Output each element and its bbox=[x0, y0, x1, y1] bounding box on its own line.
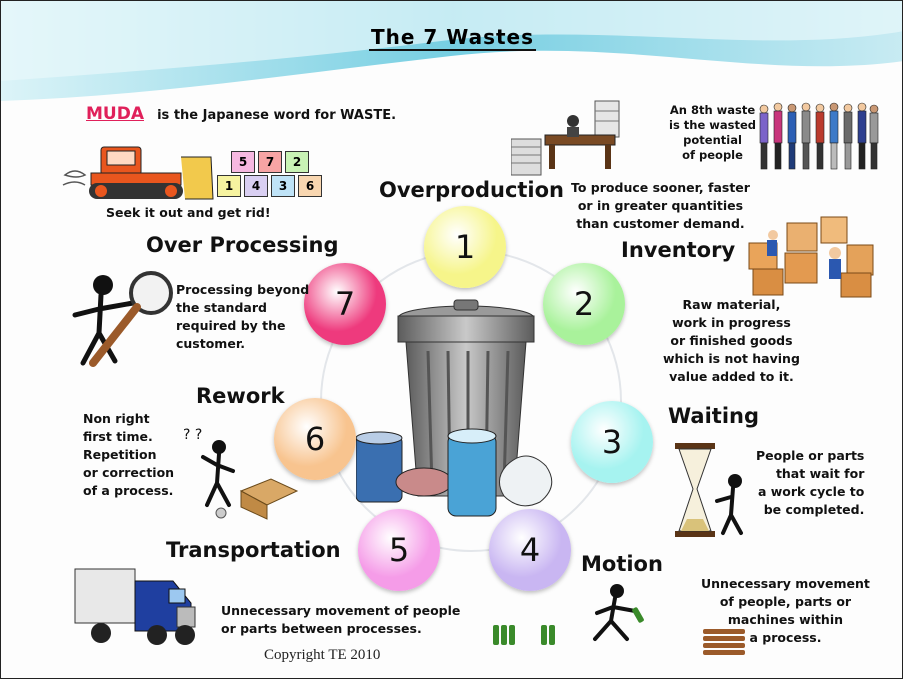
waste-number: 3 bbox=[601, 423, 623, 461]
waste-heading-overproduction: Overproduction bbox=[379, 178, 565, 202]
text-line: To produce sooner, faster bbox=[571, 180, 750, 195]
muda-intro: MUDA is the Japanese word for WASTE. bbox=[86, 104, 396, 124]
waste-desc-inventory: Raw material, work in progress or finish… bbox=[663, 296, 800, 386]
text-line: value added to it. bbox=[669, 369, 794, 384]
text-line: first time. bbox=[83, 429, 153, 444]
waste-circle-2: 2 bbox=[543, 263, 625, 345]
text-line: work in progress bbox=[672, 315, 791, 330]
text-line: that wait for bbox=[775, 466, 865, 481]
muda-box: 2 bbox=[285, 151, 309, 173]
text-line: machines within bbox=[727, 612, 844, 627]
waste-desc-motion: Unnecessary movement of people, parts or… bbox=[701, 575, 870, 647]
copyright-footer: Copyright TE 2010 bbox=[264, 647, 381, 663]
text-line: which is not having bbox=[663, 351, 800, 366]
text-line: required by the bbox=[176, 318, 286, 333]
waste-circle-5: 5 bbox=[358, 509, 440, 591]
desk-paperwork-icon bbox=[511, 100, 620, 176]
waste-heading-inventory: Inventory bbox=[621, 238, 736, 262]
waste-circle-6: 6 bbox=[274, 398, 356, 480]
muda-definition: is the Japanese word for WASTE. bbox=[157, 108, 397, 123]
text-line: Unnecessary movement bbox=[701, 576, 870, 591]
text-line: Repetition bbox=[83, 447, 157, 462]
waste-number: 5 bbox=[388, 531, 410, 569]
waste-number: 1 bbox=[454, 228, 476, 266]
muda-word: MUDA bbox=[86, 104, 144, 124]
truck-icon bbox=[74, 568, 196, 645]
waste-desc-transportation: Unnecessary movement of people or parts … bbox=[221, 602, 460, 638]
muda-box: 3 bbox=[271, 175, 295, 197]
people-group-icon bbox=[759, 102, 879, 170]
text-line: a work cycle to bbox=[757, 484, 865, 499]
waste-number: 6 bbox=[304, 420, 326, 458]
waste-number: 4 bbox=[519, 531, 541, 569]
muda-box: 4 bbox=[244, 175, 268, 197]
waste-circle-4: 4 bbox=[489, 509, 571, 591]
page-title: The 7 Wastes bbox=[368, 25, 537, 51]
text-line: An 8th waste bbox=[669, 103, 756, 117]
text-line: Raw material, bbox=[682, 297, 781, 312]
motion-figure-icon bbox=[493, 584, 644, 645]
magnifier-figure-icon bbox=[72, 271, 173, 367]
wave-banner bbox=[1, 1, 902, 101]
waste-circle-3: 3 bbox=[571, 401, 653, 483]
bulldozer-icon bbox=[62, 146, 214, 200]
text-line: be completed. bbox=[763, 502, 865, 517]
waste-heading-over-processing: Over Processing bbox=[146, 233, 339, 257]
muda-tagline: Seek it out and get rid! bbox=[106, 205, 271, 220]
text-line: or parts between processes. bbox=[221, 621, 422, 636]
waste-desc-overproduction: To produce sooner, faster or in greater … bbox=[571, 179, 750, 233]
waste-desc-waiting: People or parts that wait for a work cyc… bbox=[756, 447, 864, 519]
waste-desc-over-processing: Processing beyond the standard required … bbox=[176, 281, 309, 353]
svg-text:? ?: ? ? bbox=[183, 427, 202, 443]
muda-box: 6 bbox=[298, 175, 322, 197]
text-line: Unnecessary movement of people bbox=[221, 603, 461, 618]
text-line: of a process. bbox=[83, 483, 174, 498]
waste-circle-7: 7 bbox=[304, 263, 386, 345]
text-line: than customer demand. bbox=[576, 216, 745, 231]
rework-figure-icon: ? ? bbox=[183, 427, 299, 520]
text-line: potential bbox=[683, 133, 742, 147]
hourglass-figure-icon bbox=[675, 443, 743, 537]
waste-heading-rework: Rework bbox=[196, 384, 285, 408]
text-line: customer. bbox=[176, 336, 245, 351]
waste-number: 2 bbox=[573, 285, 595, 323]
trash-can-icon bbox=[356, 299, 553, 517]
waste-heading-waiting: Waiting bbox=[668, 404, 760, 428]
text-line: or correction bbox=[83, 465, 175, 480]
text-line: or finished goods bbox=[670, 333, 793, 348]
text-line: of people, parts or bbox=[719, 594, 852, 609]
eighth-waste-text: An 8th waste is the wasted potential of … bbox=[669, 103, 756, 163]
text-line: Non right bbox=[83, 411, 150, 426]
text-line: of people bbox=[682, 148, 743, 162]
text-line: a process. bbox=[749, 630, 822, 645]
waste-heading-motion: Motion bbox=[581, 552, 663, 576]
waste-heading-transportation: Transportation bbox=[166, 538, 341, 562]
text-line: or in greater quantities bbox=[577, 198, 744, 213]
text-line: Processing beyond bbox=[176, 282, 310, 297]
waste-number: 7 bbox=[334, 285, 356, 323]
text-line: the standard bbox=[176, 300, 267, 315]
boxes-inventory-icon bbox=[748, 216, 874, 298]
muda-box: 1 bbox=[217, 175, 241, 197]
muda-box: 5 bbox=[231, 151, 255, 173]
text-line: People or parts bbox=[756, 448, 865, 463]
waste-desc-rework: Non right first time. Repetition or corr… bbox=[83, 410, 174, 500]
muda-box: 7 bbox=[258, 151, 282, 173]
waste-circle-1: 1 bbox=[424, 206, 506, 288]
text-line: is the wasted bbox=[669, 118, 757, 132]
parts-stack-icon bbox=[703, 629, 745, 655]
